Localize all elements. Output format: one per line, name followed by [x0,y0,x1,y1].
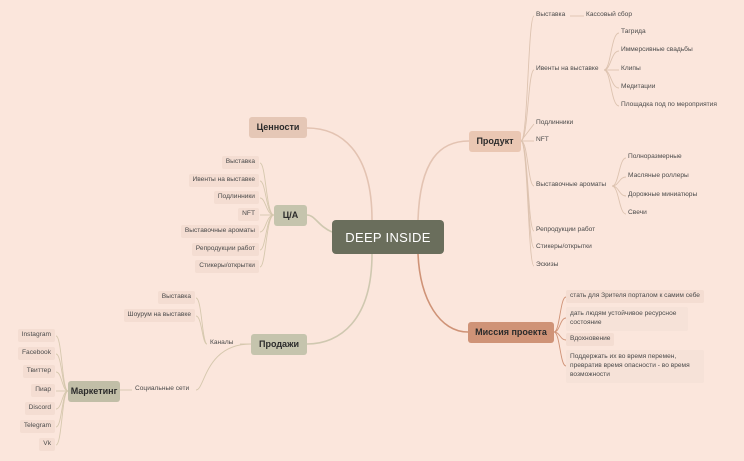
link-product [417,140,470,221]
marketing-item[interactable]: Discord [24,402,55,415]
event-item[interactable]: Иммерсивные свадьбы [621,46,693,54]
event-item[interactable]: Медитации [621,83,656,91]
channel-item[interactable]: Выставка [157,291,195,304]
aroma-item[interactable]: Дорожные миниатюры [628,191,698,199]
product-exhibition[interactable]: Выставка [536,11,566,19]
product-aromas[interactable]: Выставочные ароматы [536,181,607,189]
node-marketing[interactable]: Маркетинг [68,381,120,402]
event-item[interactable]: Площадка под по мероприятия [621,101,717,109]
root-node[interactable]: DEEP INSIDE [332,220,444,254]
product-sketches[interactable]: Эскизы [536,261,559,269]
mission-item[interactable]: Вдохновение [566,333,615,346]
node-target-audience[interactable]: Ц/А [274,205,307,226]
product-nft[interactable]: NFT [536,136,549,144]
aroma-item[interactable]: Свечи [628,209,647,217]
node-sales[interactable]: Продажи [251,334,307,355]
sales-channels[interactable]: Каналы [210,339,234,347]
ta-item[interactable]: Выставочные ароматы [180,225,259,238]
mission-item[interactable]: Поддержать их во время перемен, преврати… [566,350,704,383]
product-stickers[interactable]: Стикеры/открытки [536,243,592,251]
link-sales [306,253,373,345]
product-events[interactable]: Ивенты на выставке [536,65,599,73]
ta-item[interactable]: Репродукции работ [191,243,259,256]
marketing-item[interactable]: Telegram [19,420,55,433]
marketing-item[interactable]: Твиттер [22,365,55,378]
node-product[interactable]: Продукт [469,131,521,152]
marketing-item[interactable]: Facebook [18,347,55,360]
marketing-item[interactable]: Instagram [17,329,55,342]
ta-item[interactable]: Ивенты на выставке [188,174,259,187]
aroma-item[interactable]: Масляные роллеры [628,172,689,180]
ta-item[interactable]: NFT [238,208,259,221]
product-reproductions[interactable]: Репродукции работ [536,226,596,234]
channel-item[interactable]: Шоурум на выставке [123,309,195,322]
link-values [306,127,373,221]
ta-item[interactable]: Стикеры/открытки [195,260,259,273]
event-item[interactable]: Тагрида [621,28,646,36]
mission-item[interactable]: дать людям устойчивое ресурсное состояни… [566,307,688,331]
product-originals[interactable]: Подлинники [536,119,574,127]
marketing-item[interactable]: Пиар [31,384,55,397]
event-item[interactable]: Клипы [621,65,641,73]
mission-item[interactable]: стать для Зрителя порталом к самим себе [566,290,704,303]
node-mission[interactable]: Миссия проекта [468,322,554,343]
ta-item[interactable]: Выставка [221,156,259,169]
link-ta [306,214,333,233]
aroma-item[interactable]: Полноразмерные [628,153,682,161]
product-box-office[interactable]: Кассовый сбор [586,11,633,19]
link-mission [417,253,469,333]
node-values[interactable]: Ценности [249,117,307,138]
marketing-item[interactable]: Vk [39,438,55,451]
sales-social[interactable]: Социальные сети [135,385,190,393]
ta-item[interactable]: Подлинники [213,191,259,204]
